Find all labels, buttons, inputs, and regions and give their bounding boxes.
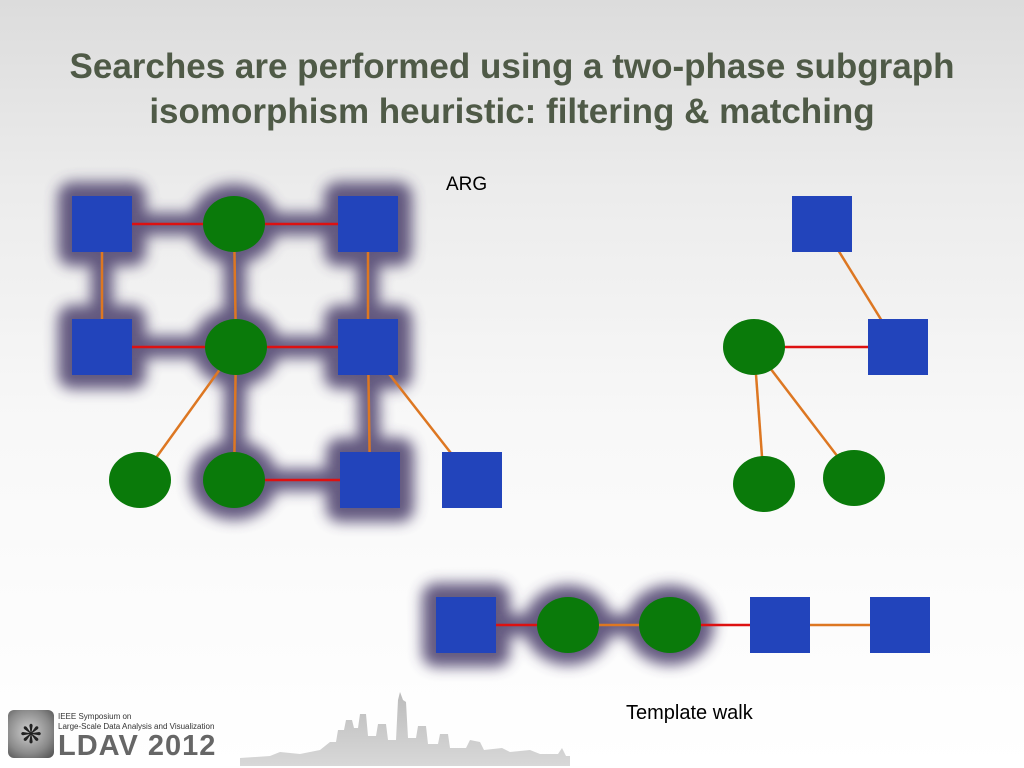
square-node	[340, 452, 400, 508]
title-line-2: isomorphism heuristic: filtering & match…	[149, 92, 875, 131]
square-node	[338, 319, 398, 375]
circle-node	[203, 452, 265, 508]
logo-line-2: Large-Scale Data Analysis and Visualizat…	[58, 722, 215, 731]
square-node	[442, 452, 502, 508]
logo-title: LDAV 2012	[58, 730, 217, 762]
ldav-logo: ❋ IEEE Symposium on Large-Scale Data Ana…	[8, 706, 248, 762]
template-walk-label: Template walk	[626, 702, 753, 724]
logo-subtitle: IEEE Symposium on Large-Scale Data Analy…	[58, 712, 214, 732]
square-node	[338, 196, 398, 252]
title-line-1: Searches are performed using a two-phase…	[69, 47, 955, 86]
slide-title: Searches are performed using a two-phase…	[0, 44, 1024, 134]
square-node	[72, 319, 132, 375]
walk-nodes	[436, 597, 930, 653]
logo-line-1: IEEE Symposium on	[58, 712, 132, 721]
city-skyline-icon	[240, 692, 570, 766]
arg-nodes	[72, 196, 502, 508]
square-node	[72, 196, 132, 252]
circle-node	[537, 597, 599, 653]
arg-label: ARG	[446, 174, 488, 195]
circle-node	[733, 456, 795, 512]
circle-node	[203, 196, 265, 252]
circle-node	[723, 319, 785, 375]
circle-node	[109, 452, 171, 508]
square-node	[868, 319, 928, 375]
square-node	[750, 597, 810, 653]
circle-node	[823, 450, 885, 506]
square-node	[436, 597, 496, 653]
circle-node	[205, 319, 267, 375]
square-node	[792, 196, 852, 252]
seahawk-seal-icon: ❋	[8, 710, 54, 758]
square-node	[870, 597, 930, 653]
circle-node	[639, 597, 701, 653]
template-nodes	[723, 196, 928, 512]
